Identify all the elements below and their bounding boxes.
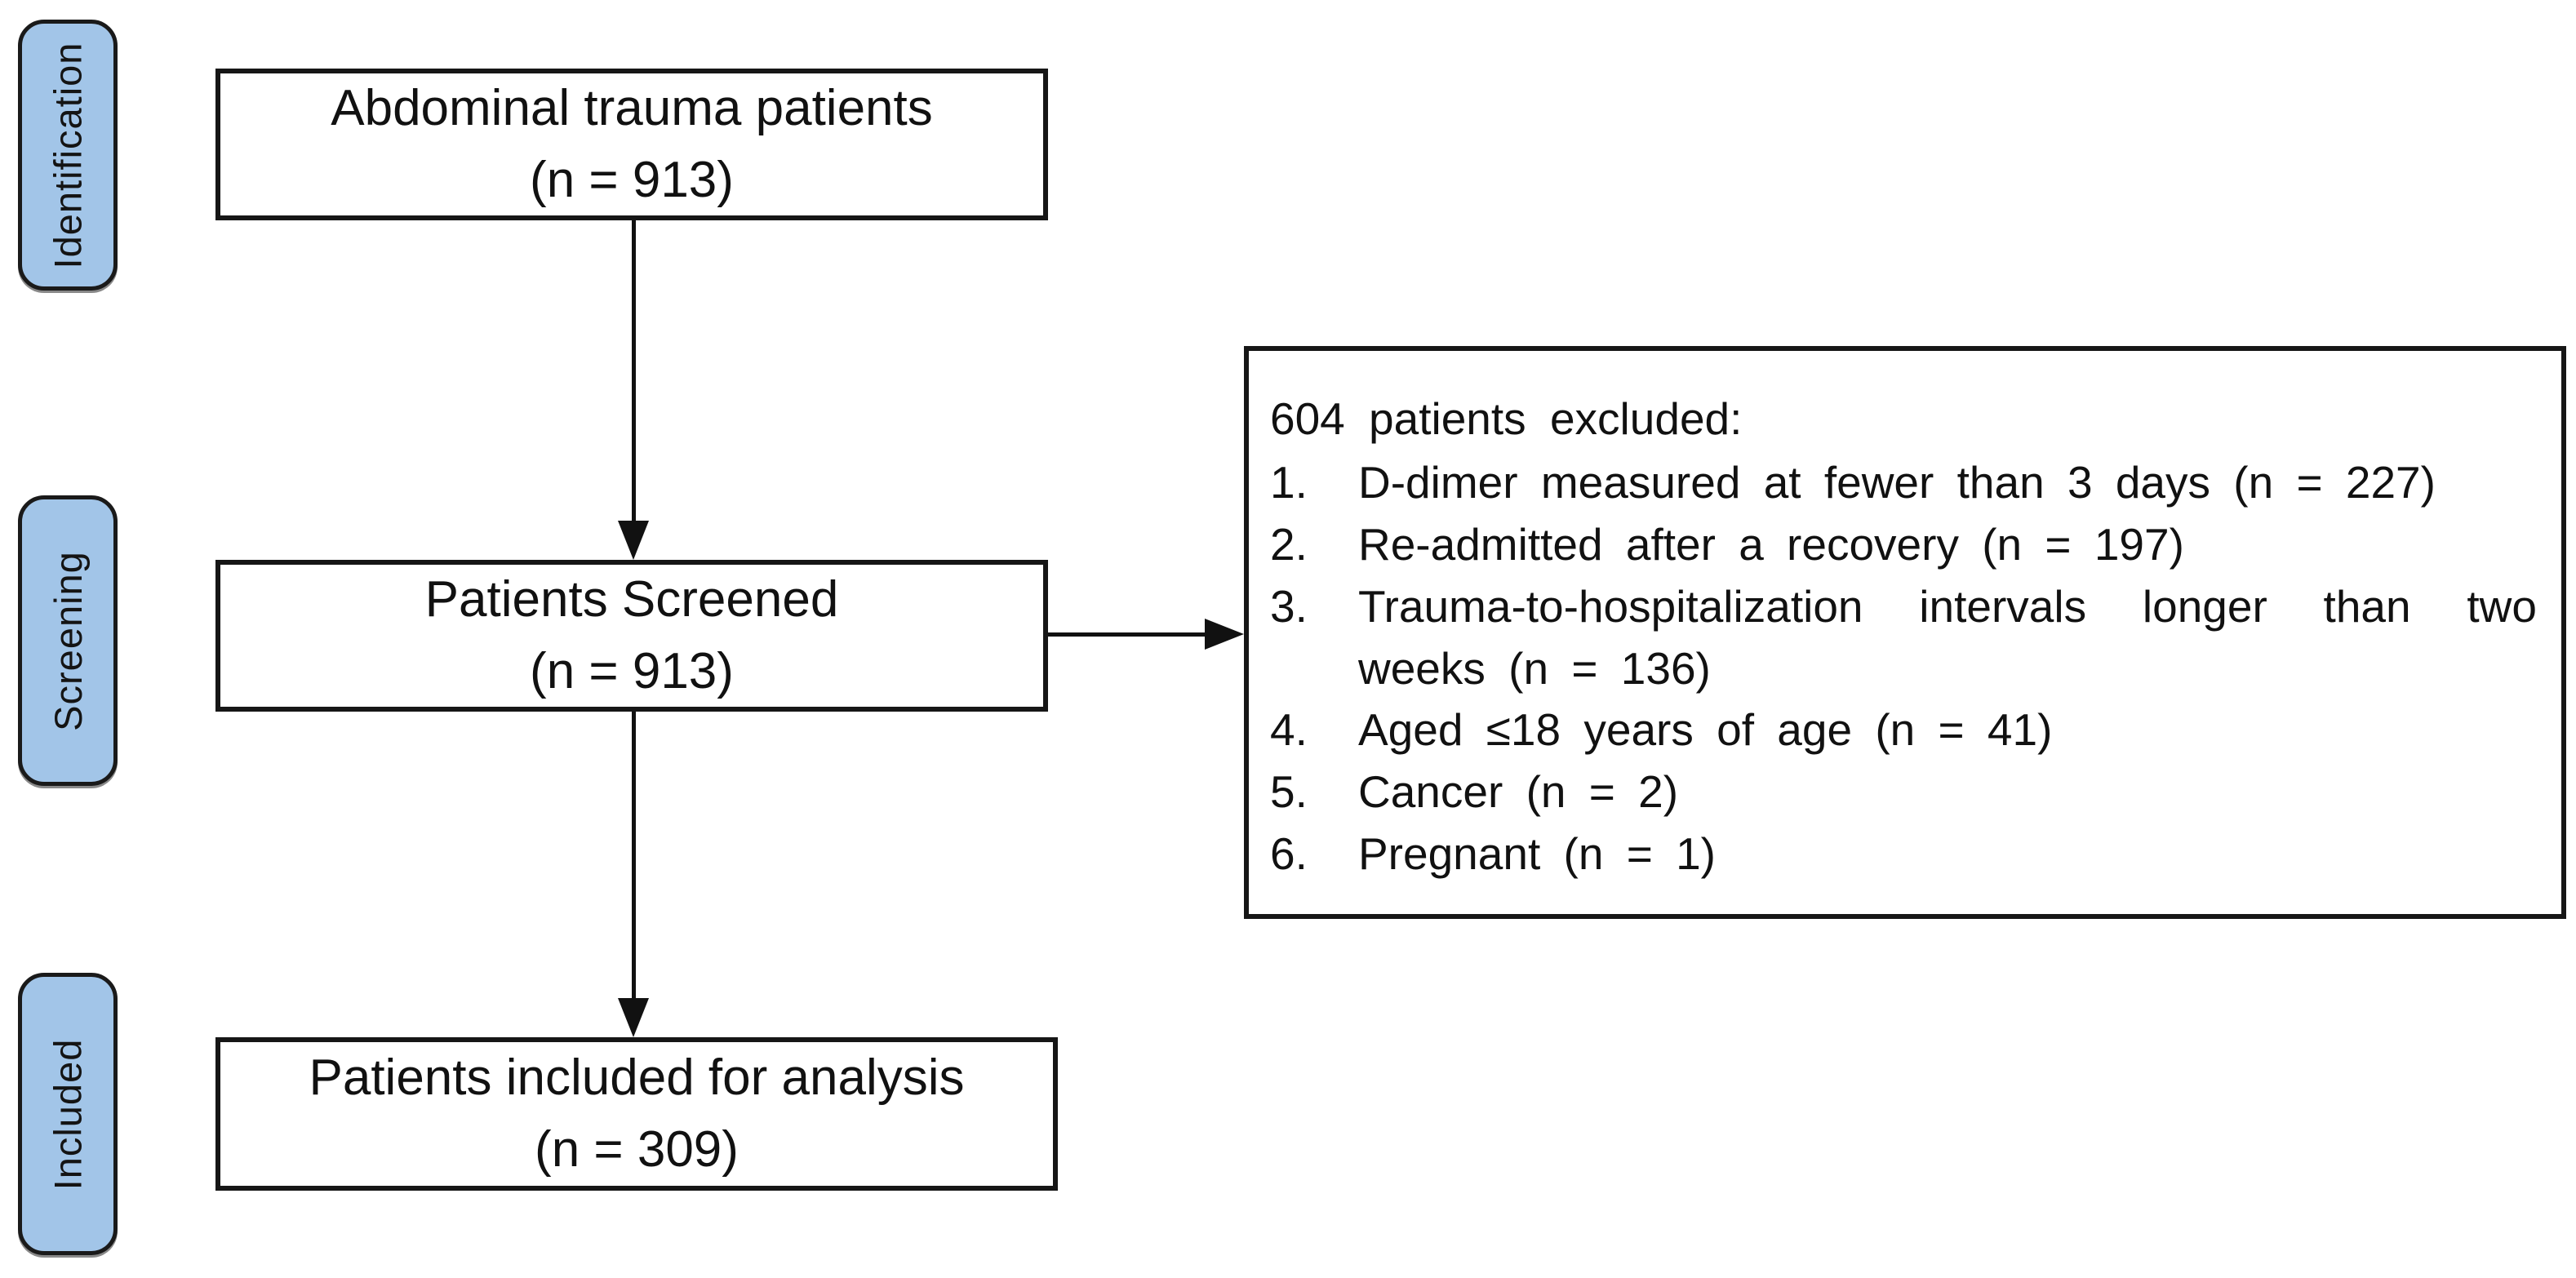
excluded-item: 3. Trauma-to-hospitalization intervals l… bbox=[1270, 576, 2537, 700]
excluded-item-text: Aged ≤18 years of age (n = 41) bbox=[1358, 704, 2053, 756]
arrow-head-down-icon bbox=[618, 521, 649, 560]
excluded-item-text: D-dimer measured at fewer than 3 days (n… bbox=[1358, 456, 2436, 508]
stage-label-identification-text: Identification bbox=[46, 42, 90, 268]
stage-label-screening: Screening bbox=[18, 495, 118, 786]
box-patients-screened-title: Patients Screened bbox=[424, 570, 839, 628]
excluded-item: 6. Pregnant (n = 1) bbox=[1270, 823, 2537, 885]
box-abdominal-trauma-patients-count: (n = 913) bbox=[530, 152, 734, 208]
stage-label-screening-text: Screening bbox=[46, 550, 90, 731]
box-patients-screened-count: (n = 913) bbox=[530, 643, 734, 699]
stage-label-included: Included bbox=[18, 973, 118, 1255]
arrow-head-down-icon bbox=[618, 998, 649, 1037]
excluded-item-number: 2. bbox=[1270, 518, 1308, 570]
excluded-item-number: 4. bbox=[1270, 704, 1308, 756]
excluded-item: 1. D-dimer measured at fewer than 3 days… bbox=[1270, 452, 2537, 514]
excluded-item-text: Re-admitted after a recovery (n = 197) bbox=[1358, 518, 2184, 570]
arrow-shaft bbox=[632, 712, 636, 1000]
excluded-item: 4. Aged ≤18 years of age (n = 41) bbox=[1270, 699, 2537, 761]
excluded-item-number: 6. bbox=[1270, 828, 1308, 880]
box-patients-included-count: (n = 309) bbox=[535, 1121, 739, 1178]
box-patients-screened: Patients Screened (n = 913) bbox=[215, 560, 1048, 712]
excluded-item: 5. Cancer (n = 2) bbox=[1270, 761, 2537, 823]
excluded-item-text: Cancer (n = 2) bbox=[1358, 766, 1679, 818]
box-patients-included-title: Patients included for analysis bbox=[309, 1049, 965, 1106]
excluded-item-number: 5. bbox=[1270, 766, 1308, 818]
excluded-item-text: Trauma-to-hospitalization intervals long… bbox=[1358, 580, 2537, 694]
excluded-header: 604 patients excluded: bbox=[1270, 393, 1743, 444]
excluded-item-number: 1. bbox=[1270, 456, 1308, 508]
arrow-head-right-icon bbox=[1205, 619, 1244, 650]
box-abdominal-trauma-patients: Abdominal trauma patients (n = 913) bbox=[215, 69, 1048, 220]
box-patients-excluded: 604 patients excluded: 1. D-dimer measur… bbox=[1244, 346, 2566, 919]
arrow-shaft bbox=[1048, 632, 1206, 637]
stage-label-identification: Identification bbox=[18, 20, 118, 291]
excluded-item: 2. Re-admitted after a recovery (n = 197… bbox=[1270, 514, 2537, 576]
excluded-item-number: 3. bbox=[1270, 580, 1308, 632]
box-patients-included: Patients included for analysis (n = 309) bbox=[215, 1037, 1058, 1191]
box-abdominal-trauma-patients-title: Abdominal trauma patients bbox=[331, 79, 933, 136]
stage-label-included-text: Included bbox=[46, 1038, 90, 1190]
arrow-shaft bbox=[632, 220, 636, 524]
excluded-item-text: Pregnant (n = 1) bbox=[1358, 828, 1716, 880]
